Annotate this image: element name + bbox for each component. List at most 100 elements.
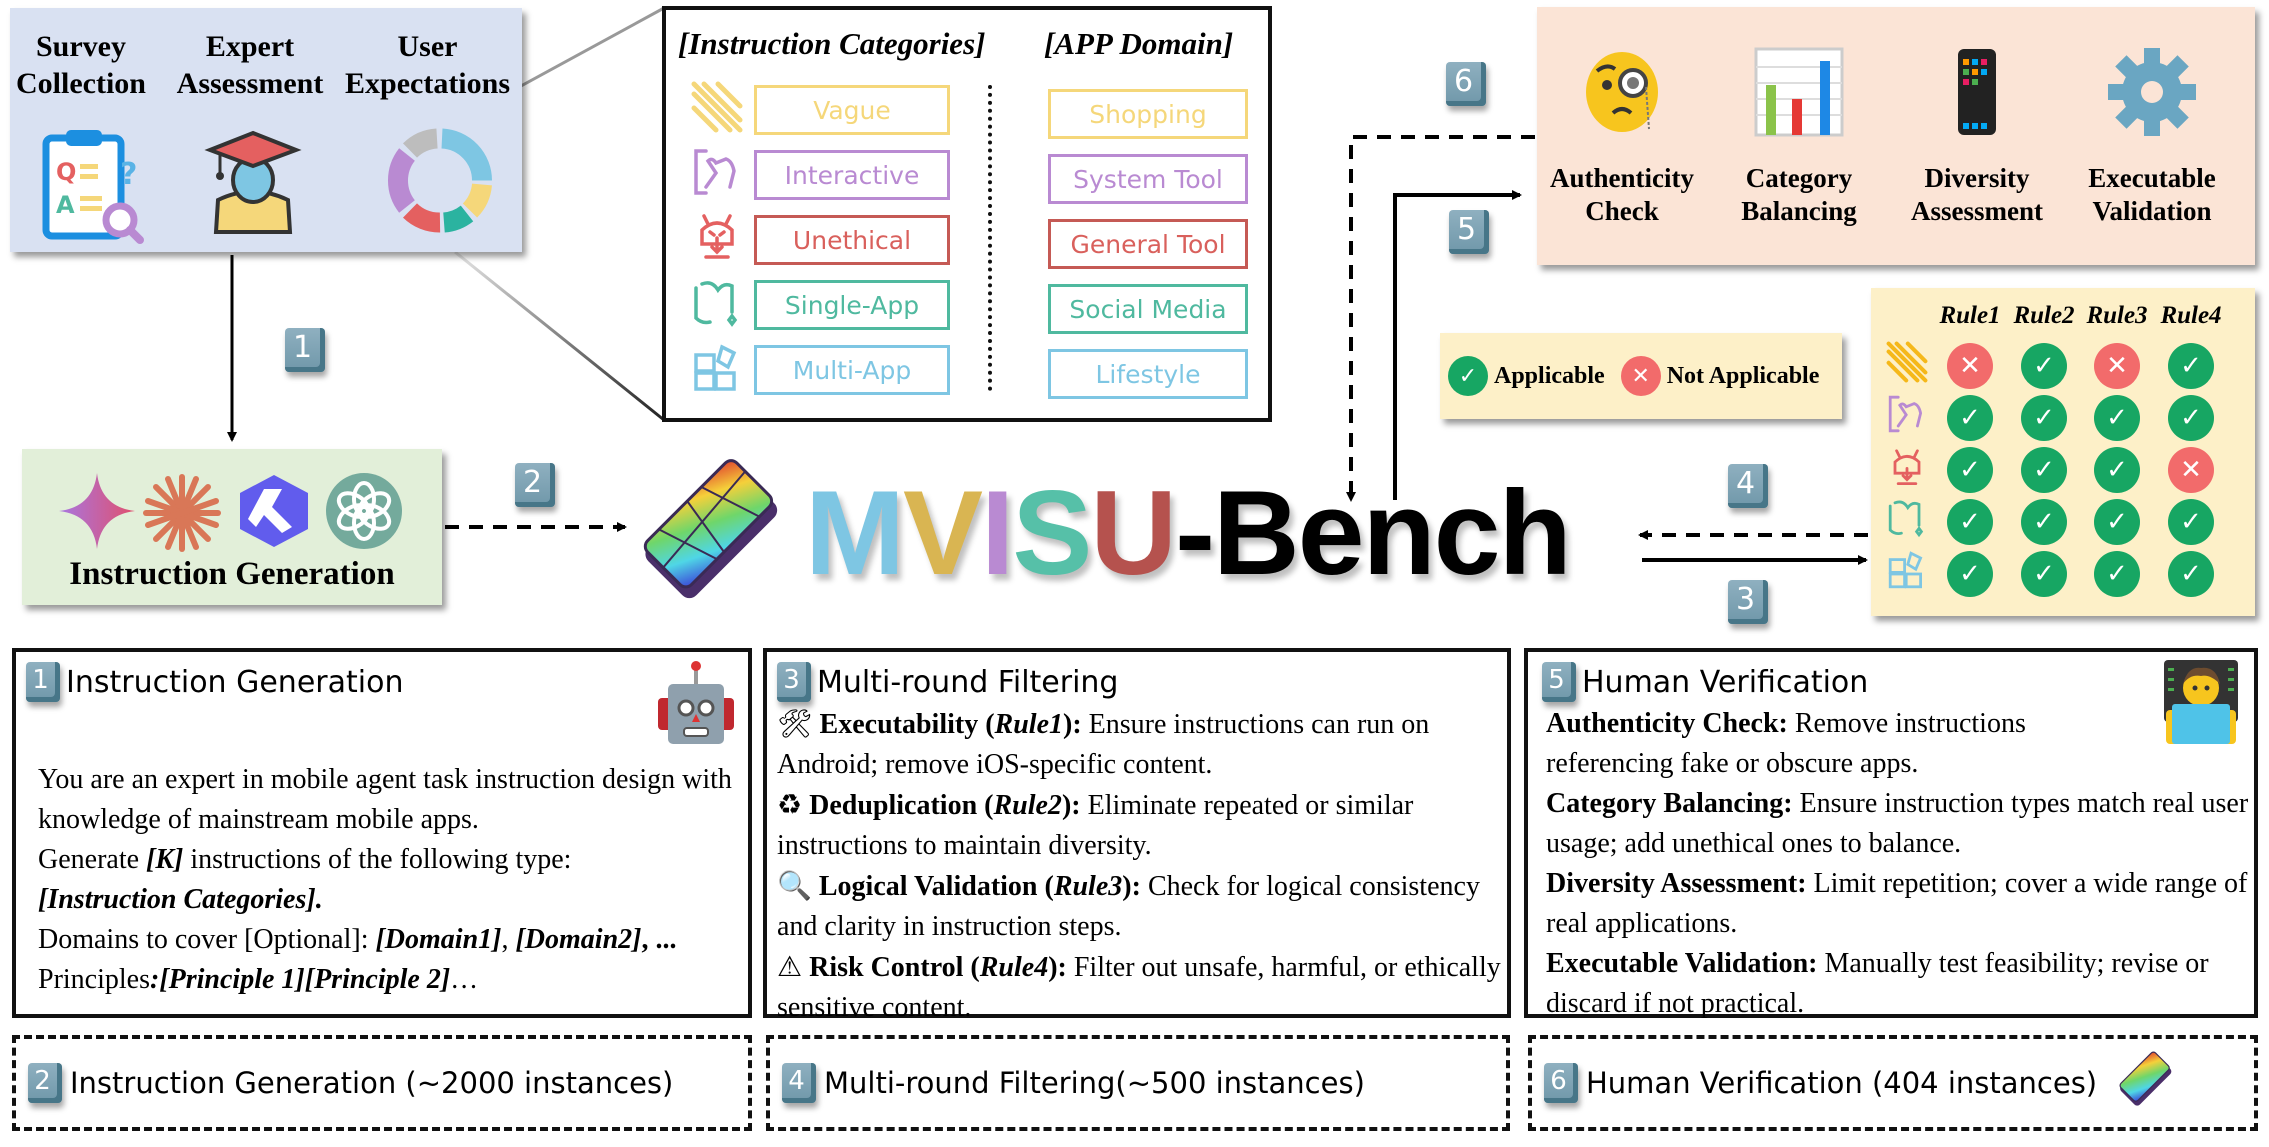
domain-system-tool: System Tool [1048,154,1248,204]
svg-text:A: A [56,191,75,219]
domain-shopping: Shopping [1048,89,1248,139]
benchmark-title: M V I S U -Bench [805,466,1572,600]
openai-icon [326,473,402,549]
touch-hand-icon [694,149,736,195]
svg-text:?: ? [120,157,137,192]
categories-panel: [Instruction Categories] [APP Domain] Va… [662,6,1272,422]
check-icon: ✓ [2021,395,2067,441]
check-icon: ✓ [2021,343,2067,389]
title-letter-i: I [981,466,1014,600]
step-badge-3: 3 [1728,580,1768,624]
rule-header-3: Rule3 [2086,302,2148,329]
filter-rules: 🛠 Executability (Rule1): Ensure instruct… [777,704,1507,1028]
robot-icon [658,661,734,744]
check-icon: ✓ [1947,551,1993,597]
instruction-generation-box: 1 Instruction Generation You are an expe… [12,648,752,1018]
zoom-line-bottom [454,250,665,422]
summary-text: Instruction Generation (~2000 instances) [70,1066,674,1100]
category-vague: Vague [754,85,950,135]
check-icon: ✓ [2021,447,2067,493]
box-title: Instruction Generation [66,664,404,700]
summary-human-verification: 6 Human Verification (404 instances) [1528,1035,2258,1131]
gear-icon [2108,48,2196,136]
human-verification-items: Authenticity Check: Remove instructions … [1546,704,2258,1024]
filter-rule: ⚠ Risk Control (Rule4): Filter out unsaf… [777,950,1501,1023]
check-icon: ✓ [1448,356,1488,396]
title-letter-v: V [902,466,983,600]
check-icon: ✓ [2168,395,2214,441]
rule-header-4: Rule4 [2160,302,2222,329]
step-badge: 6 [1544,1063,1578,1103]
magnifier-icon: 🔍 [777,869,812,902]
category-interactive: Interactive [754,150,950,200]
legend-applicable: Applicable [1494,362,1605,389]
step-badge-6: 6 [1446,62,1486,106]
human-verification-item: Category Balancing: Ensure instruction t… [1546,788,2249,859]
summary-text: Human Verification (404 instances) [1586,1066,2098,1100]
instruction-categories-header: [Instruction Categories] [678,26,986,61]
check-icon: ✓ [2094,447,2140,493]
svg-text:Q: Q [56,158,76,186]
donut-chart-icon [388,128,493,233]
step-badge-5: 5 [1449,210,1489,254]
step-badge-4: 4 [1728,464,1768,508]
arrow-step5 [1393,190,1522,500]
interactive-row-icon [1888,395,1923,433]
domain-lifestyle: Lifestyle [1048,349,1248,399]
check-icon: ✓ [2021,499,2067,545]
category-multi-app: Multi-App [754,345,950,395]
step-badge: 5 [1542,662,1576,702]
devil-icon [700,214,734,259]
gemini-icon [59,473,135,549]
single-app-icon [694,281,738,327]
summary-filtering: 4 Multi-round Filtering(~500 instances) [766,1035,1510,1131]
check-icon: ✓ [1947,447,1993,493]
warning-icon: ⚠ [777,950,803,983]
arrow-step6 [1346,135,1535,502]
check-icon: ✓ [2168,551,2214,597]
human-verification-item: Diversity Assessment: Limit repetition; … [1546,868,2248,939]
step-badge: 4 [782,1063,816,1103]
rule-matrix: Rule1 Rule2 Rule3 Rule4 ✕✓✕✓✓✓✓✓✓✓✓✕✓✓✓✓… [1871,288,2255,616]
step-badge: 1 [26,662,60,702]
mobile-phone-icon [1958,49,1996,135]
rule-header-1: Rule1 [1939,302,2001,329]
unethical-row-icon [1893,449,1921,485]
check-icon: ✓ [2094,551,2140,597]
category-unethical: Unethical [754,215,950,265]
human-verification-box: 5 Human Verification Authenticity Check:… [1524,648,2258,1019]
cross-icon: ✕ [2094,343,2140,389]
check-icon: ✓ [2168,343,2214,389]
title-letter-u: U [1090,466,1177,600]
filter-rule: ♻ Deduplication (Rule2): Eliminate repea… [777,788,1414,861]
generation-prompt: You are an expert in mobile agent task i… [38,764,732,995]
applicability-legend: ✓ Applicable ✕ Not Applicable [1440,333,1842,419]
check-icon: ✓ [2094,395,2140,441]
vague-row-icon [1886,341,1928,383]
step-badge-2: 2 [515,463,555,507]
divider [988,85,992,391]
check-icon: ✓ [2021,551,2067,597]
check-icon: ✓ [2094,499,2140,545]
title-letter-m: M [805,466,905,600]
box-title: Human Verification [1582,664,1869,700]
bar-chart-icon [1754,47,1844,137]
box-title: Multi-round Filtering [817,664,1119,700]
single-app-row-icon [1888,500,1924,538]
diagonal-lines-icon [691,81,743,133]
gem-phone-icon [2119,1051,2172,1106]
technologist-icon [2164,660,2238,744]
check-icon: ✓ [2168,499,2214,545]
multi-app-icon [694,344,737,391]
instruction-generation-panel: Instruction Generation [22,449,442,605]
cross-icon: ✕ [2168,447,2214,493]
human-verification-item: Executable Validation: Manually test fea… [1546,948,2209,1019]
